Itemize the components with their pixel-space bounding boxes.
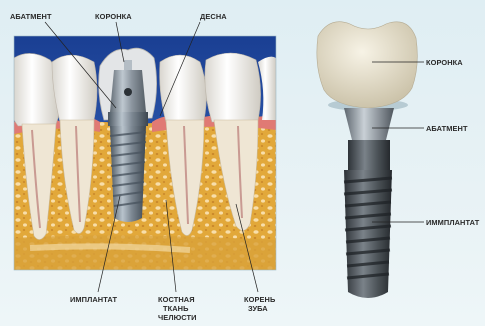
label-abutment-right: АБАТМЕНТ [426, 124, 468, 133]
label-root-line1: КОРЕНЬ [244, 295, 276, 304]
label-bone-line2: ТКАНЬ [163, 304, 189, 313]
abutment-model [344, 108, 394, 140]
label-crown-right: КОРОНКА [426, 58, 463, 67]
crown-model [317, 22, 417, 108]
label-bone-line3: ЧЕЛЮСТИ [158, 313, 197, 322]
implant-model [317, 22, 417, 298]
label-implant-right: ИММПЛАНТАТ [426, 218, 480, 227]
label-bone-line1: КОСТНАЯ [158, 295, 195, 304]
jaw-cross-section [14, 36, 276, 270]
label-root-line2: ЗУБА [248, 304, 268, 313]
label-crown-left: КОРОНКА [95, 12, 132, 21]
label-abutment-left: АБАТМЕНТ [10, 12, 52, 21]
label-implant-left: ИМПЛАНТАТ [70, 295, 117, 304]
label-gum: ДЕСНА [200, 12, 227, 21]
